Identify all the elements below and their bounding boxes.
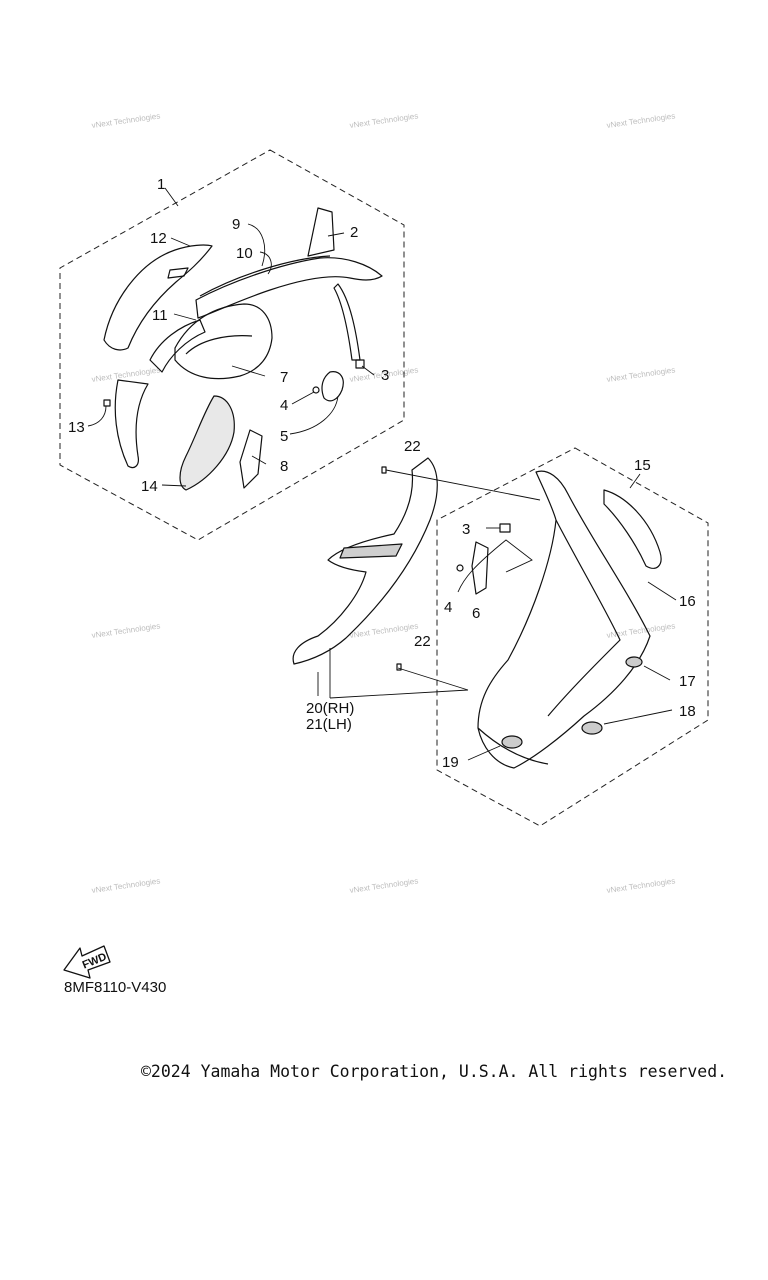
- callout-18: 18: [679, 703, 696, 720]
- part-16-shape: [603, 489, 662, 569]
- part-3-clip: [355, 359, 365, 369]
- callout-6: 6: [472, 605, 480, 622]
- part-9-shape: [195, 257, 383, 319]
- svg-text:vNext Technologies: vNext Technologies: [606, 111, 676, 130]
- part-4-screw: [312, 386, 320, 394]
- watermark: vNext Technologies: [91, 621, 161, 640]
- watermark: vNext Technologies: [606, 876, 676, 895]
- diagram-code: 8MF8110-V430: [64, 979, 167, 996]
- part-5-shape: [321, 371, 344, 402]
- part-10-edge: [199, 255, 331, 297]
- callout-4a: 4: [280, 397, 288, 414]
- callout-20: 20(RH): [306, 700, 354, 717]
- svg-text:vNext Technologies: vNext Technologies: [349, 876, 419, 895]
- callout-1: 1: [157, 176, 165, 193]
- callout-3b: 3: [462, 521, 470, 538]
- lower-cowling-drawing: [292, 457, 662, 769]
- part-14-mesh: [179, 395, 235, 491]
- callout-22a: 22: [404, 438, 421, 455]
- callout-21: 21(LH): [306, 716, 352, 733]
- callout-7: 7: [280, 369, 288, 386]
- callout-5: 5: [280, 428, 288, 445]
- part-22-pin-lower: [396, 663, 402, 671]
- assembly-boundary-lower: [436, 447, 709, 827]
- watermark: vNext Technologies: [606, 621, 676, 640]
- part-7-inner: [185, 335, 253, 355]
- callout-2: 2: [350, 224, 358, 241]
- callout-8: 8: [280, 458, 288, 475]
- watermark-group: vNext Technologies vNext Technologies vN…: [91, 111, 676, 895]
- callout-11: 11: [152, 307, 168, 324]
- callout-3a: 3: [381, 367, 389, 384]
- fwd-arrow-icon: FWD: [63, 945, 111, 979]
- svg-text:vNext Technologies: vNext Technologies: [91, 621, 161, 640]
- part-12-detail: [167, 267, 189, 279]
- part-15-inner: [547, 519, 621, 717]
- part-22-pin-upper: [381, 466, 387, 474]
- callout-14: 14: [141, 478, 158, 495]
- leader-lines-upper: [87, 187, 375, 487]
- callouts: 1 2 9 12 10 11 7 3 4 13 5 8 14 22 15 3 4…: [68, 176, 696, 771]
- callout-22b: 22: [414, 633, 431, 650]
- svg-text:vNext Technologies: vNext Technologies: [606, 621, 676, 640]
- svg-text:vNext Technologies: vNext Technologies: [349, 111, 419, 130]
- fairing-left-lower: [114, 379, 149, 469]
- callout-19: 19: [442, 754, 459, 771]
- callout-9: 9: [232, 216, 240, 233]
- svg-text:vNext Technologies: vNext Technologies: [606, 365, 676, 384]
- part-11-shape: [149, 319, 206, 373]
- assembly-boundary-upper: [59, 149, 405, 541]
- part-18-patch: [581, 721, 603, 735]
- copyright-notice: ©2024 Yamaha Motor Corporation, U.S.A. A…: [141, 1062, 728, 1081]
- watermark: vNext Technologies: [606, 365, 676, 384]
- part-20-21-shape: [292, 457, 438, 665]
- part-17-patch: [625, 656, 643, 668]
- part-20-vent: [339, 543, 403, 559]
- watermark: vNext Technologies: [91, 111, 161, 130]
- part-6-shape: [471, 541, 489, 595]
- part-2-shape: [307, 207, 335, 257]
- callout-10: 10: [236, 245, 253, 262]
- watermark: vNext Technologies: [606, 111, 676, 130]
- callout-15: 15: [634, 457, 651, 474]
- part-15-lower: [477, 727, 549, 765]
- upper-cowling-drawing: [103, 207, 383, 491]
- callout-16: 16: [679, 593, 696, 610]
- callout-13: 13: [68, 419, 85, 436]
- part-3b-clip: [499, 523, 511, 533]
- svg-text:vNext Technologies: vNext Technologies: [606, 876, 676, 895]
- part-7-shape: [174, 303, 273, 380]
- part-19-patch: [501, 735, 523, 749]
- svg-text:vNext Technologies: vNext Technologies: [91, 111, 161, 130]
- part-15-shape: [477, 470, 651, 769]
- bracket-strip: [333, 283, 361, 361]
- callout-17: 17: [679, 673, 696, 690]
- watermark: vNext Technologies: [349, 876, 419, 895]
- part-13-clip: [103, 399, 111, 407]
- part-12-shape: [103, 244, 213, 351]
- leader-lines-lower: [317, 469, 677, 761]
- watermark: vNext Technologies: [91, 876, 161, 895]
- part-8-shape: [239, 429, 263, 489]
- callout-12: 12: [150, 230, 167, 247]
- svg-text:vNext Technologies: vNext Technologies: [91, 876, 161, 895]
- part-4b-screw: [456, 564, 464, 572]
- callout-4b: 4: [444, 599, 452, 616]
- watermark: vNext Technologies: [349, 111, 419, 130]
